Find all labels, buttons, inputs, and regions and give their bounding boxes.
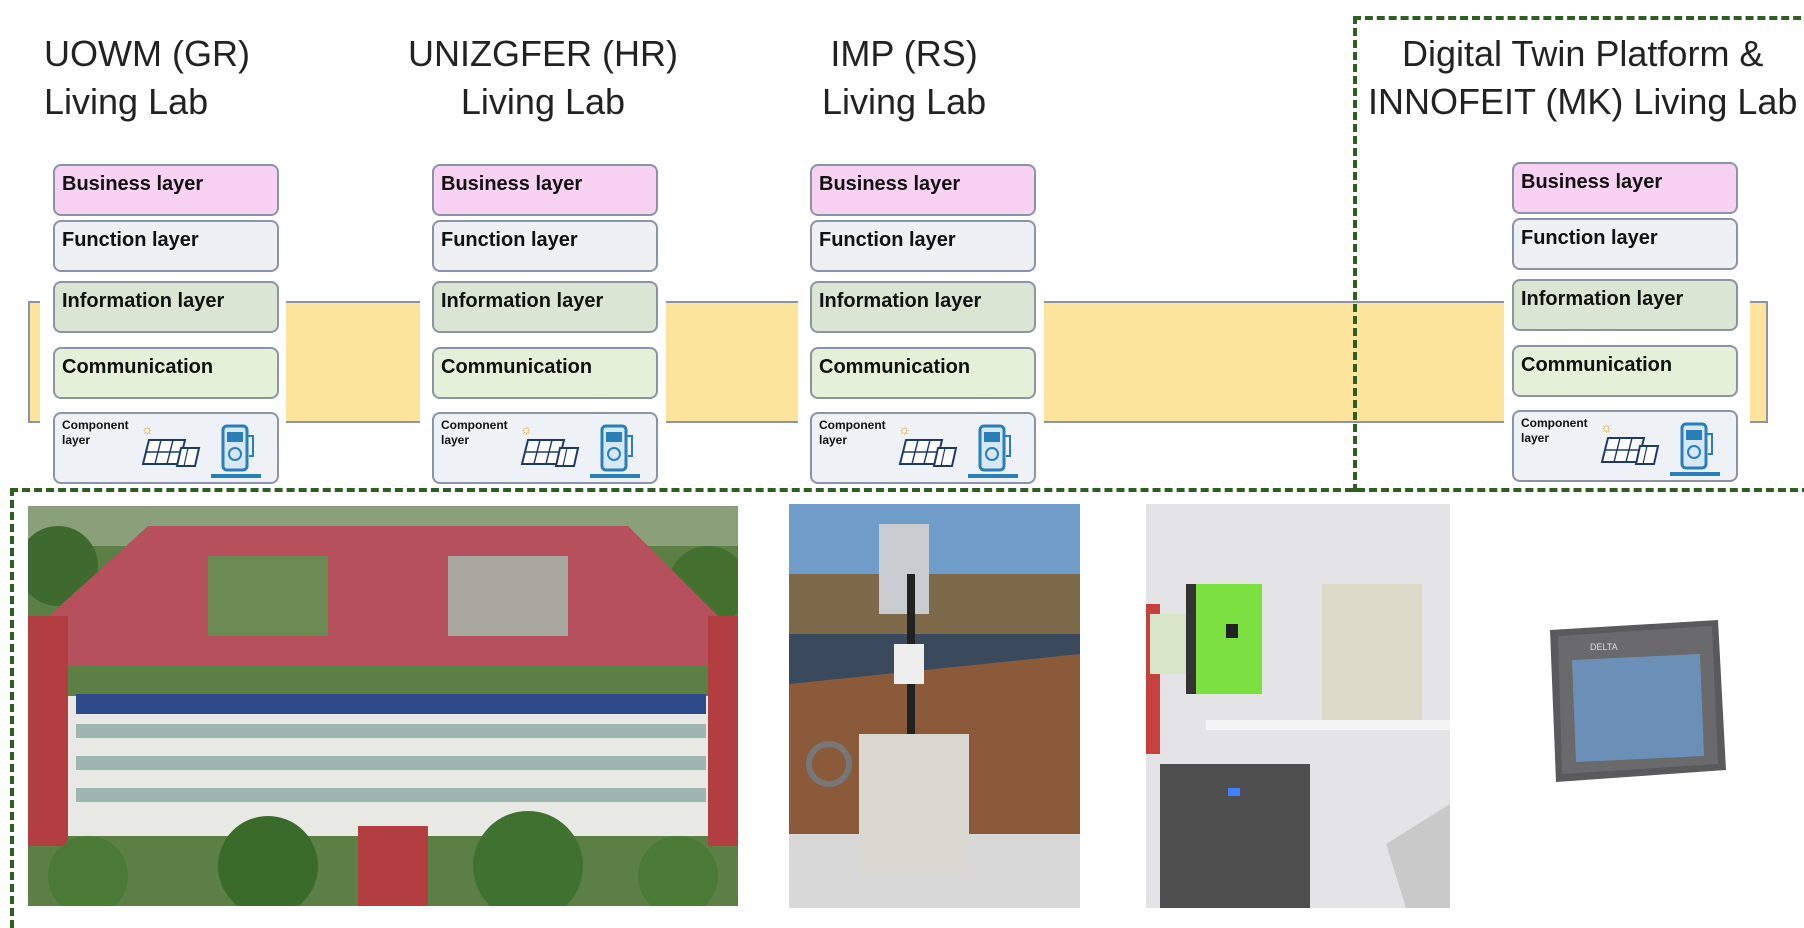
component-layer-label-2: layer	[62, 433, 91, 447]
lab-title-innofeit: Digital Twin Platform &INNOFEIT (MK) Liv…	[1368, 33, 1798, 122]
business-layer: Business layer	[53, 164, 279, 216]
function-layer: Function layer	[810, 220, 1036, 272]
communication-layer: Communication	[1512, 345, 1738, 397]
component-layer-label-1: Component	[1521, 416, 1588, 430]
inverter-battery-photo	[1146, 504, 1450, 908]
sun-icon: ☼	[141, 421, 154, 437]
component-layer-label-1: Component	[819, 418, 886, 432]
sun-icon: ☼	[1600, 419, 1613, 435]
hmi-panel-photo: DELTA	[1550, 620, 1726, 782]
solar-panel-icon	[1600, 437, 1660, 465]
ev-charger-icon	[1670, 422, 1720, 476]
information-layer: Information layer	[1512, 279, 1738, 331]
information-layer: Information layer	[810, 281, 1036, 333]
component-layer-label-2: layer	[441, 433, 470, 447]
solar-panel-icon	[141, 439, 201, 467]
information-layer: Information layer	[432, 281, 658, 333]
function-layer: Function layer	[432, 220, 658, 272]
sun-icon: ☼	[520, 421, 533, 437]
hmi-brand-label: DELTA	[1590, 642, 1618, 652]
solar-panel-icon	[520, 439, 580, 467]
business-layer: Business layer	[810, 164, 1036, 216]
component-layer: Component layer ☼	[432, 412, 658, 484]
digital-twin-dashed-region	[1353, 16, 1804, 492]
communication-layer: Communication	[810, 347, 1036, 399]
solar-panel-icon	[898, 439, 958, 467]
weather-station-photo	[789, 504, 1080, 908]
component-layer-label-2: layer	[819, 433, 848, 447]
lab-title-uowm: UOWM (GR)Living Lab	[44, 33, 250, 122]
component-layer-label-1: Component	[441, 418, 508, 432]
function-layer: Function layer	[1512, 218, 1738, 270]
business-layer: Business layer	[432, 164, 658, 216]
component-layer: Component layer ☼	[53, 412, 279, 484]
component-layer: Component layer ☼	[810, 412, 1036, 484]
component-layer-label-1: Component	[62, 418, 129, 432]
sun-icon: ☼	[898, 421, 911, 437]
ev-charger-icon	[211, 424, 261, 478]
ev-charger-icon	[968, 424, 1018, 478]
function-layer: Function layer	[53, 220, 279, 272]
communication-layer: Communication	[432, 347, 658, 399]
information-layer: Information layer	[53, 281, 279, 333]
communication-layer: Communication	[53, 347, 279, 399]
building-aerial-photo	[28, 506, 738, 906]
business-layer: Business layer	[1512, 162, 1738, 214]
lab-title-unizgfer: UNIZGFER (HR)Living Lab	[408, 33, 678, 122]
component-layer-label-2: layer	[1521, 431, 1550, 445]
photos-dashed-region	[10, 488, 1804, 928]
lab-title-imp: IMP (RS)Living Lab	[822, 33, 987, 122]
component-layer: Component layer ☼	[1512, 410, 1738, 482]
ev-charger-icon	[590, 424, 640, 478]
